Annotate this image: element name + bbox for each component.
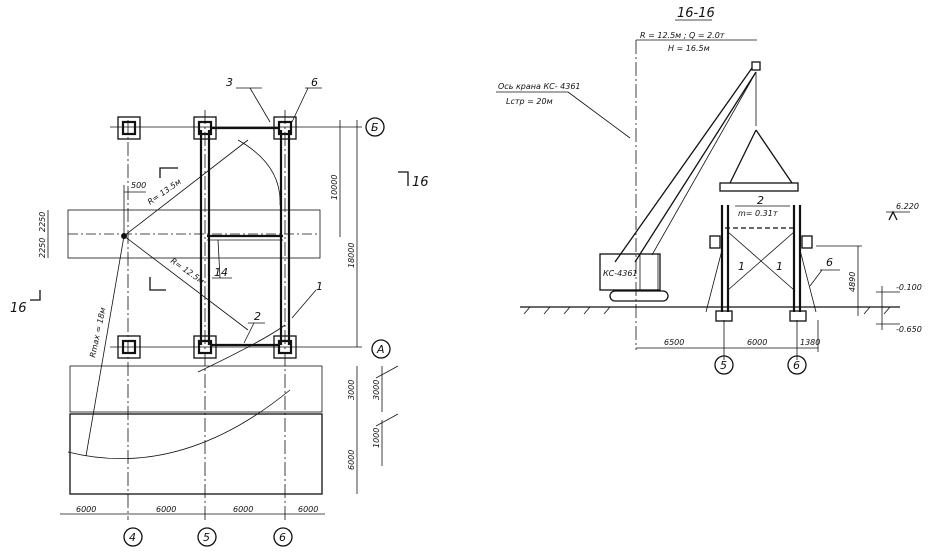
frame-callout-1-right: 1 <box>776 260 783 273</box>
axis-5: 5 <box>203 531 210 544</box>
section-axis-6: 6 <box>793 359 800 372</box>
dim-right-18000: 18000 <box>347 243 356 268</box>
callout-14: 14 <box>214 266 228 279</box>
crane-tracks <box>609 290 669 302</box>
dim-bottom-6000-c: 6000 <box>233 505 253 514</box>
frame-callout-6: 6 <box>826 256 833 269</box>
crane-boom-length: Lстр = 20м <box>506 97 553 106</box>
dim-right-3000-b: 3000 <box>372 380 381 400</box>
lifted-load <box>719 182 799 192</box>
dim-right-6000: 6000 <box>347 450 356 470</box>
axis-6: 6 <box>279 531 286 544</box>
section-mark-right: 16 <box>412 175 429 190</box>
section-title: 16-16 <box>677 6 715 21</box>
height-dim-4890: 4890 <box>848 272 857 292</box>
callout-1: 1 <box>316 280 323 293</box>
crane-params-line2: H = 16.5м <box>668 44 710 53</box>
dim-right-3000-a: 3000 <box>347 380 356 400</box>
frame-callout-1-left: 1 <box>738 260 745 273</box>
dim-section-1380: 1380 <box>800 338 820 347</box>
radius-label-13-5: R= 13.5м <box>146 177 183 207</box>
dim-500: 500 <box>131 181 146 190</box>
dim-section-6500: 6500 <box>664 338 684 347</box>
axis-a: A <box>376 343 385 356</box>
crane-body <box>599 253 661 291</box>
level-low: -0.650 <box>896 325 922 334</box>
axis-b: Б <box>371 121 379 134</box>
section-view: 16-16 R = 12.5м ; Q = 2.0т H = 16.5м Ось… <box>496 6 922 375</box>
plan-lower-strip <box>69 365 323 413</box>
load-number: 2 <box>757 194 764 207</box>
section-mark-left: 16 <box>10 301 27 316</box>
load-mass: m= 0.31т <box>738 209 778 218</box>
radius-label-max: Rmax = 18м <box>88 307 107 359</box>
dim-right-10000: 10000 <box>330 175 339 200</box>
section-axis-5: 5 <box>720 359 727 372</box>
level-mid: -0.100 <box>896 283 922 292</box>
level-top: 6.220 <box>896 202 919 211</box>
dim-bottom-6000-d: 6000 <box>298 505 318 514</box>
crane-model-label: КС-4361 <box>603 269 638 278</box>
plan-view: 16 16 3 6 14 2 1 R= 13.5м R= 12.5м Rmax … <box>10 76 429 547</box>
callout-3: 3 <box>226 76 233 89</box>
crane-params-line1: R = 12.5м ; Q = 2.0т <box>640 31 725 40</box>
dim-right-1000: 1000 <box>372 428 381 448</box>
dim-bottom-6000-a: 6000 <box>76 505 96 514</box>
dim-section-6000: 6000 <box>747 338 767 347</box>
dim-bottom-6000-b: 6000 <box>156 505 176 514</box>
plan-column <box>117 116 297 359</box>
axis-4: 4 <box>129 531 136 544</box>
dim-left-2250-a: 2250 <box>38 212 47 232</box>
plan-hatched-zone <box>69 413 323 495</box>
callout-6: 6 <box>311 76 318 89</box>
crane-axis-label: Ось крана КС- 4361 <box>498 82 581 91</box>
dim-left-2250-b: 2250 <box>38 238 47 258</box>
callout-2: 2 <box>254 310 261 323</box>
